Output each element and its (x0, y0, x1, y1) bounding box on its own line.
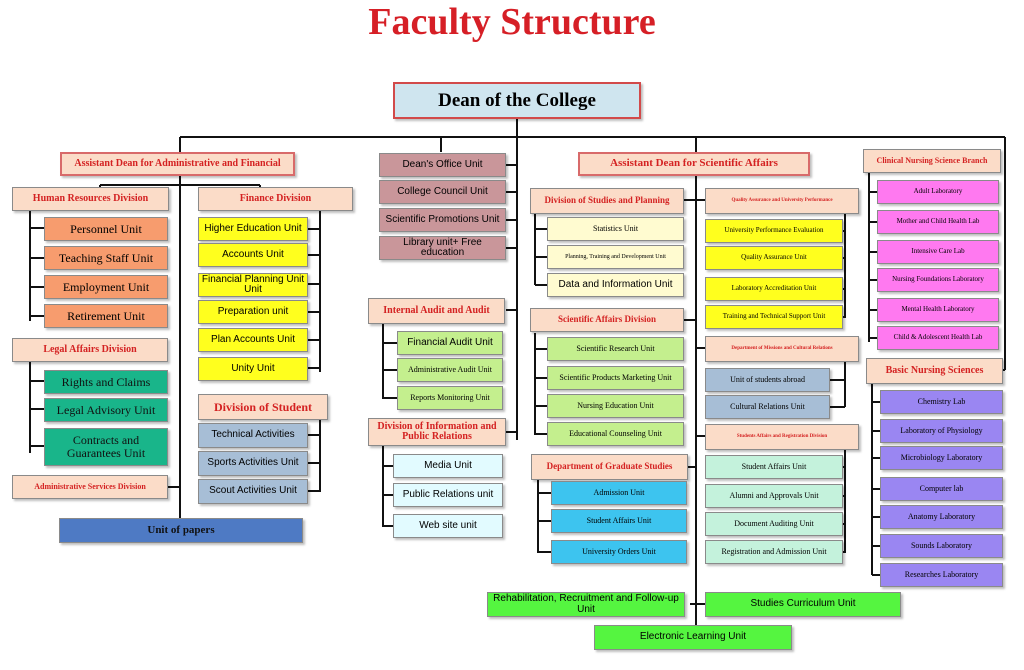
quality-unit-0: University Performance Evaluation (705, 219, 843, 243)
basic-lab-4: Anatomy Laboratory (880, 505, 1003, 529)
clinical-lab-4: Mental Health Laboratory (877, 298, 999, 322)
clinical-lab-3: Nursing Foundations Laboratory (877, 268, 999, 292)
direct-unit-2: Scientific Promotions Unit (379, 208, 506, 232)
student-unit-0: Technical Activities (198, 423, 308, 448)
scientific-affairs-division: Scientific Affairs Division (530, 308, 684, 332)
electronic-learning-unit: Electronic Learning Unit (594, 625, 792, 650)
basic-lab-0: Chemistry Lab (880, 390, 1003, 414)
studies-curriculum-unit: Studies Curriculum Unit (705, 592, 901, 617)
finance-unit-3: Preparation unit (198, 300, 308, 324)
clinical-lab-1: Mother and Child Health Lab (877, 210, 999, 234)
direct-unit-0: Dean's Office Unit (379, 153, 506, 177)
hr-unit-2: Employment Unit (44, 275, 168, 299)
grad-unit-2: University Orders Unit (551, 540, 687, 564)
affairs-unit-1: Scientific Products Marketing Unit (547, 366, 684, 390)
missions-unit-0: Unit of students abroad (705, 368, 830, 392)
department-of-graduate-studies: Department of Graduate Studies (531, 454, 688, 480)
clinical-nursing-science-branch: Clinical Nursing Science Branch (863, 149, 1001, 173)
registration-unit-0: Student Affairs Unit (705, 455, 843, 479)
quality-assurance-division: Quality Assurance and University Perform… (705, 188, 859, 214)
finance-unit-1: Accounts Unit (198, 243, 308, 267)
studies-unit-2: Data and Information Unit (547, 273, 684, 297)
grad-unit-0: Admission Unit (551, 481, 687, 505)
quality-unit-2: Laboratory Accreditation Unit (705, 277, 843, 301)
legal-unit-2: Contracts and Guarantees Unit (44, 428, 168, 466)
hr-unit-3: Retirement Unit (44, 304, 168, 328)
administrative-services-division: Administrative Services Division (12, 475, 168, 499)
student-unit-1: Sports Activities Unit (198, 451, 308, 476)
affairs-unit-0: Scientific Research Unit (547, 337, 684, 361)
dean-box: Dean of the College (393, 82, 641, 119)
basic-lab-2: Microbiology Laboratory (880, 446, 1003, 470)
page-title: Faculty Structure (368, 1, 656, 43)
registration-unit-2: Document Auditing Unit (705, 512, 843, 536)
missions-unit-1: Cultural Relations Unit (705, 395, 830, 419)
grad-unit-1: Student Affairs Unit (551, 509, 687, 533)
assistant-dean-scientific-affairs: Assistant Dean for Scientific Affairs (578, 152, 810, 176)
finance-unit-2: Financial Planning Unit Unit (198, 273, 308, 297)
basic-lab-5: Sounds Laboratory (880, 534, 1003, 558)
human-resources-division: Human Resources Division (12, 187, 169, 211)
hr-unit-1: Teaching Staff Unit (44, 246, 168, 270)
missions-cultural-relations-department: Department of Missions and Cultural Rela… (705, 336, 859, 362)
basic-lab-6: Researches Laboratory (880, 563, 1003, 587)
info-unit-0: Media Unit (393, 454, 503, 478)
basic-lab-3: Computer lab (880, 477, 1003, 501)
audit-unit-0: Financial Audit Unit (397, 331, 503, 355)
registration-unit-1: Alumni and Approvals Unit (705, 484, 843, 508)
direct-unit-1: College Council Unit (379, 180, 506, 204)
direct-unit-3: Library unit+ Free education (379, 236, 506, 260)
quality-unit-3: Training and Technical Support Unit (705, 305, 843, 329)
finance-unit-0: Higher Education Unit (198, 217, 308, 241)
division-of-student: Division of Student (198, 394, 328, 420)
hr-unit-0: Personnel Unit (44, 217, 168, 241)
affairs-unit-2: Nursing Education Unit (547, 394, 684, 418)
studies-unit-1: Planning, Training and Development Unit (547, 245, 684, 269)
legal-unit-1: Legal Advisory Unit (44, 398, 168, 422)
assistant-dean-admin-financial: Assistant Dean for Administrative and Fi… (60, 152, 295, 176)
info-unit-1: Public Relations unit (393, 483, 503, 507)
clinical-lab-2: Intensive Care Lab (877, 240, 999, 264)
students-affairs-registration-division: Students Affairs and Registration Divisi… (705, 424, 859, 450)
clinical-lab-5: Child & Adolescent Health Lab (877, 326, 999, 350)
information-public-relations-division: Division of Information and Public Relat… (368, 418, 506, 446)
registration-unit-3: Registration and Admission Unit (705, 540, 843, 564)
student-unit-2: Scout Activities Unit (198, 479, 308, 504)
unit-of-papers: Unit of papers (59, 518, 303, 543)
rehabilitation-unit: Rehabilitation, Recruitment and Follow-u… (487, 592, 685, 617)
division-of-studies-and-planning: Division of Studies and Planning (530, 188, 684, 214)
info-unit-2: Web site unit (393, 514, 503, 538)
audit-unit-2: Reports Monitoring Unit (397, 386, 503, 410)
legal-affairs-division: Legal Affairs Division (12, 338, 168, 362)
basic-nursing-sciences: Basic Nursing Sciences (866, 358, 1003, 384)
legal-unit-0: Rights and Claims (44, 370, 168, 394)
basic-lab-1: Laboratory of Physiology (880, 419, 1003, 443)
quality-unit-1: Quality Assurance Unit (705, 246, 843, 270)
finance-division: Finance Division (198, 187, 353, 211)
internal-audit-division: Internal Audit and Audit (368, 298, 505, 324)
finance-unit-4: Plan Accounts Unit (198, 328, 308, 352)
affairs-unit-3: Educational Counseling Unit (547, 422, 684, 446)
finance-unit-5: Unity Unit (198, 357, 308, 381)
audit-unit-1: Administrative Audit Unit (397, 358, 503, 382)
clinical-lab-0: Adult Laboratory (877, 180, 999, 204)
studies-unit-0: Statistics Unit (547, 217, 684, 241)
